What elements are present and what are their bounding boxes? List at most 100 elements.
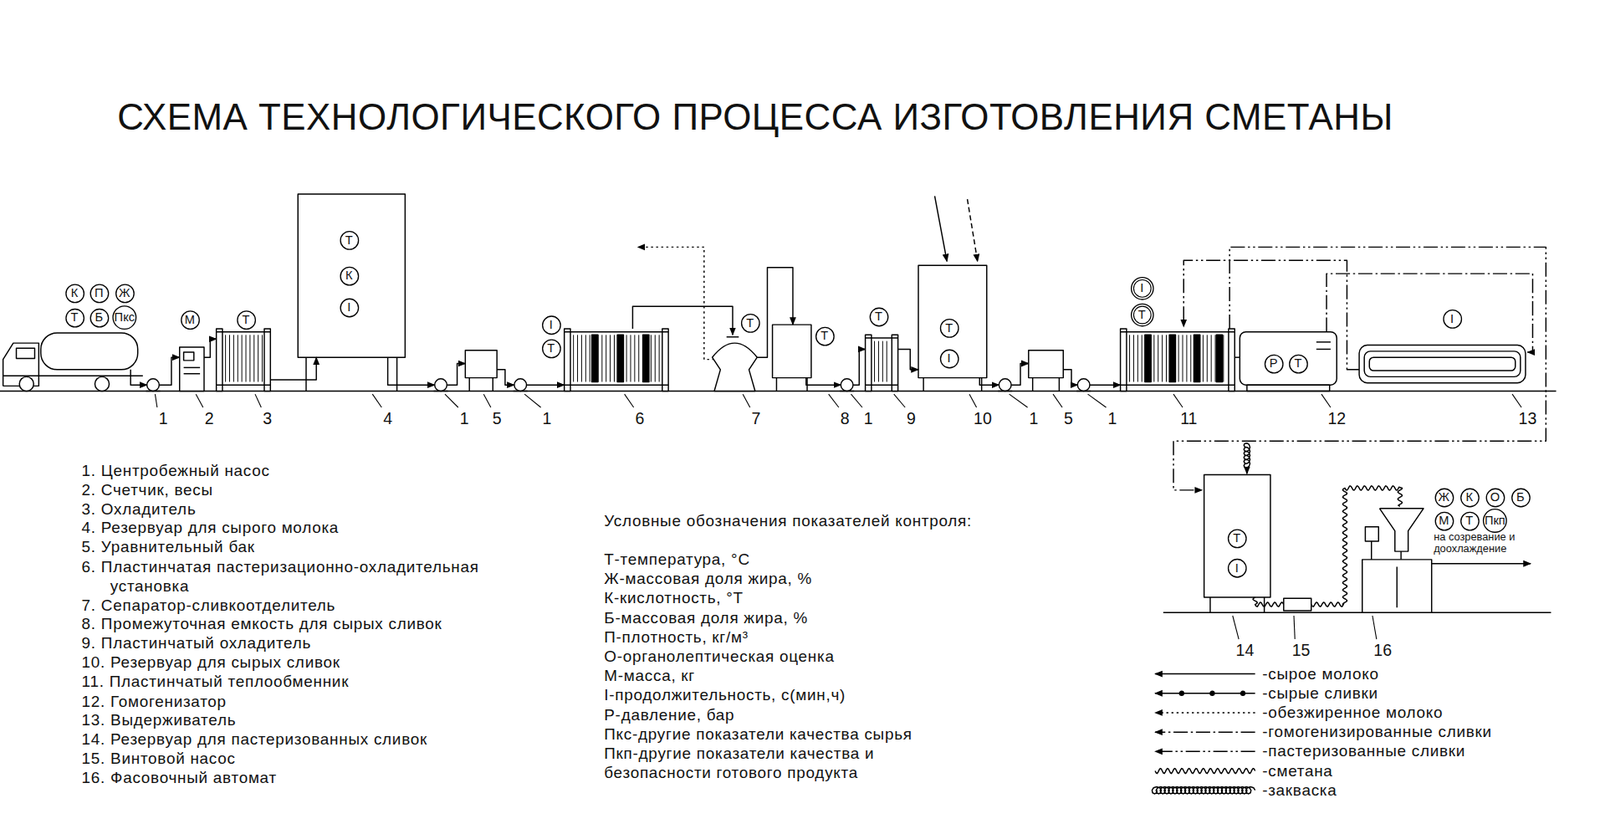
- raw-milk-pipe: [496, 369, 515, 385]
- control-symbol: Т: [546, 342, 555, 355]
- circle-border: [1130, 303, 1153, 326]
- tank-leg: [492, 378, 494, 392]
- callout-number: 12: [1327, 410, 1346, 428]
- centrifugal-pump: [147, 378, 160, 392]
- tank-leg: [981, 378, 982, 392]
- leader-line: [624, 393, 634, 408]
- control-symbol: Пкс: [114, 311, 135, 324]
- legend-sample: [1150, 743, 1259, 758]
- pasteurizer-plate: [638, 334, 639, 382]
- legend-line: [1155, 672, 1256, 674]
- equipment-name: 12. Гомогенизатор: [81, 691, 562, 711]
- cream-cooler-bar: [865, 383, 899, 385]
- legend-dot: [1210, 690, 1215, 696]
- equipment-name: 10. Резервуар для сырых сливок: [81, 653, 562, 673]
- control-circle: Т: [1459, 511, 1479, 531]
- equipment-list: 1. Центробежный насос2. Счетчик, весы3. …: [81, 461, 562, 788]
- circle-border-inner: [1133, 279, 1151, 297]
- control-symbol: Ж: [118, 286, 131, 300]
- starter-pipe: [1243, 443, 1250, 468]
- control-symbol: Т: [1465, 514, 1473, 527]
- control-symbol: Ж: [1438, 490, 1451, 504]
- cooler-plate: [241, 334, 243, 382]
- control-circle: К: [1459, 487, 1479, 507]
- control-circle: I: [939, 348, 959, 369]
- legend-row: -обезжиренное молоко: [1150, 702, 1493, 722]
- control-symbol: Т: [242, 313, 251, 327]
- raw-cream-pipe: [853, 348, 866, 385]
- heat-exchanger-plate: [1215, 334, 1217, 382]
- pasteurized-cream-pipe: [1183, 260, 1360, 370]
- pump-base: [513, 390, 528, 392]
- balance-tank: [465, 350, 497, 379]
- pasteurizer-section: [617, 334, 624, 382]
- leader-line: [483, 393, 491, 408]
- legend-text: -обезжиренное молоко: [1262, 702, 1443, 721]
- control-symbol: Б: [95, 311, 104, 324]
- leader-line: [154, 393, 157, 408]
- control-indicator: О-органолептическая оценка: [603, 646, 962, 666]
- pasteurizer-plate: [585, 334, 587, 382]
- control-symbol: М: [184, 313, 195, 327]
- pasteurizer-plate: [629, 334, 631, 382]
- pasteurizer-plate: [633, 334, 635, 382]
- callout-number: 16: [1373, 642, 1392, 660]
- centrifugal-pump: [840, 378, 854, 392]
- circle-border: [1460, 511, 1478, 530]
- control-circle: О: [1485, 487, 1505, 507]
- pasteurizer-frame: [564, 328, 571, 391]
- pump-base: [434, 390, 449, 392]
- circle-border-inner: [1133, 306, 1151, 324]
- control-symbol: Т: [345, 234, 353, 247]
- control-legend: Условные обозначения показателей контрол…: [603, 510, 962, 783]
- heat-exchanger-section: [1145, 334, 1151, 382]
- control-circle: Б: [89, 307, 109, 328]
- circle-border: [741, 313, 759, 332]
- circle-border: [1227, 558, 1246, 577]
- legend-line: [1155, 767, 1256, 773]
- control-circle: Т: [235, 309, 256, 329]
- control-circle: Т: [939, 317, 959, 338]
- pasteurizer-plate: [659, 334, 660, 382]
- sour-cream-pipe: [1252, 597, 1284, 607]
- control-circle: Т: [64, 307, 84, 328]
- equipment-name: 11. Пластинчатый теплообменник: [81, 672, 562, 692]
- circle-border: [541, 338, 560, 357]
- control-indicator: Р-давление, бар: [603, 704, 962, 724]
- product-outlet: [1431, 562, 1531, 564]
- circle-border: [1288, 354, 1307, 373]
- heat-exchanger-plate: [1178, 334, 1180, 382]
- circle-border: [90, 308, 108, 327]
- callout-number: 10: [973, 410, 992, 428]
- circle-border: [869, 307, 888, 326]
- legend-text: -пастеризованные сливки: [1262, 741, 1466, 761]
- circle-border: [1483, 509, 1508, 533]
- control-symbol: К: [1466, 490, 1474, 504]
- equipment-name: 9. Пластинчатый охладитель: [81, 633, 562, 654]
- circle-border: [1435, 511, 1453, 530]
- filler-support: [1400, 551, 1401, 560]
- raw-milk-pipe: [270, 357, 317, 380]
- legend-sample: [1150, 705, 1259, 720]
- legend-sample-group: [1155, 730, 1256, 732]
- circle-border: [112, 306, 137, 330]
- control-circle: I: [541, 315, 561, 335]
- circle-border: [340, 266, 358, 285]
- callout-number: 5: [1063, 410, 1074, 428]
- callout-number: 1: [460, 410, 470, 428]
- control-symbol: Т: [820, 329, 829, 343]
- pasteurizer-bar: [564, 383, 669, 385]
- inlet-pipe: [967, 199, 978, 261]
- callout-number: 11: [1180, 410, 1197, 428]
- cooler-plate: [237, 334, 239, 382]
- raw-cream-pipe: [979, 378, 999, 386]
- control-circle: М: [179, 309, 200, 329]
- leader-line: [828, 393, 839, 408]
- pasteurizer-section: [592, 334, 599, 382]
- cooler-plate: [229, 334, 231, 382]
- heat-exchanger-plate: [1206, 334, 1208, 382]
- cream-cooler-frame: [865, 334, 872, 391]
- heat-exchanger-plate: [1141, 334, 1143, 382]
- heat-exchanger-plate: [1129, 334, 1130, 382]
